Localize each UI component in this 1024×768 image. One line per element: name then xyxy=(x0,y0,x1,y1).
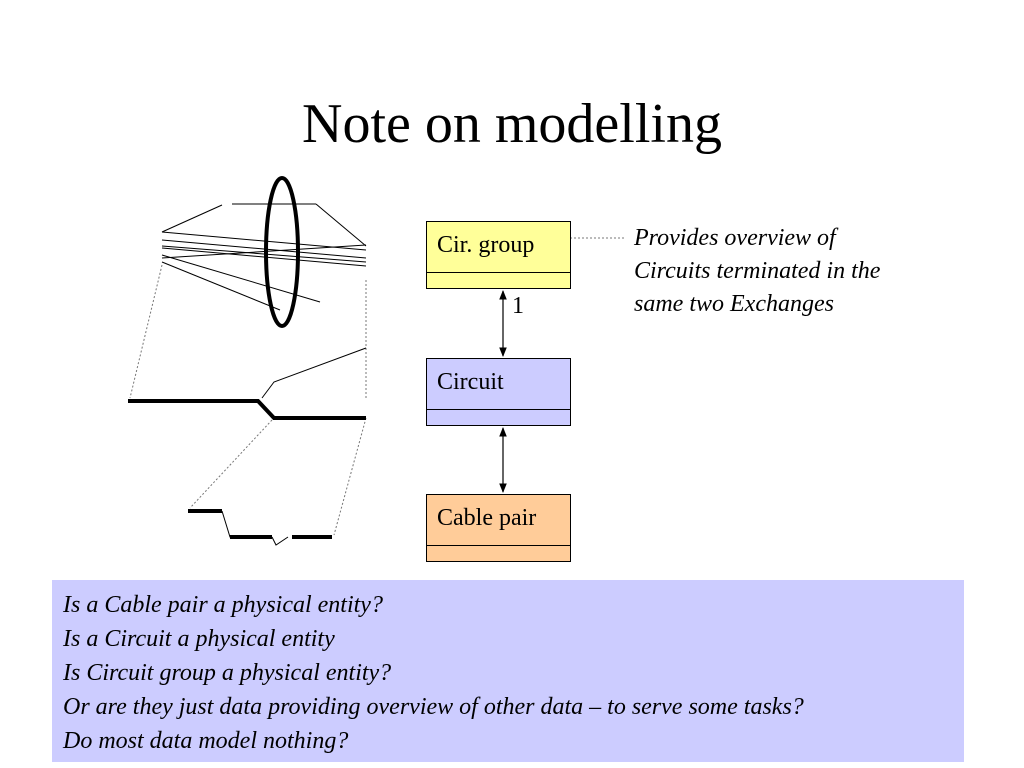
question-box: Is a Cable pair a physical entity? Is a … xyxy=(52,580,964,762)
note-line: Circuits terminated in the xyxy=(634,258,881,284)
class-cir-group: Cir. group xyxy=(426,221,571,289)
question-line: Is a Cable pair a physical entity? xyxy=(63,592,383,618)
class-cable-pair: Cable pair xyxy=(426,494,571,562)
class-divider xyxy=(427,272,570,273)
note-line: same two Exchanges xyxy=(634,291,834,317)
class-divider xyxy=(427,409,570,410)
cir-group-note: Provides overview of Circuits terminated… xyxy=(634,222,964,321)
class-circuit: Circuit xyxy=(426,358,571,426)
slide-title: Note on modelling xyxy=(302,93,722,155)
cable-pair-sketch xyxy=(188,509,332,546)
multiplicity-label: 1 xyxy=(512,293,524,319)
circuit-bundle-lines xyxy=(161,203,367,311)
class-divider xyxy=(427,545,570,546)
dotted-projection-lines xyxy=(129,237,626,536)
question-line: Do most data model nothing? xyxy=(63,728,349,754)
cable-path xyxy=(128,399,366,420)
note-line: Provides overview of xyxy=(634,225,836,251)
class-name: Cir. group xyxy=(437,232,535,258)
question-line: Is Circuit group a physical entity? xyxy=(63,660,392,686)
class-name: Circuit xyxy=(437,369,504,395)
circuit-group-ellipse xyxy=(264,176,300,328)
question-line: Is a Circuit a physical entity xyxy=(63,626,335,652)
cable-branch xyxy=(261,347,367,399)
question-line: Or are they just data providing overview… xyxy=(63,694,804,720)
class-name: Cable pair xyxy=(437,505,537,531)
